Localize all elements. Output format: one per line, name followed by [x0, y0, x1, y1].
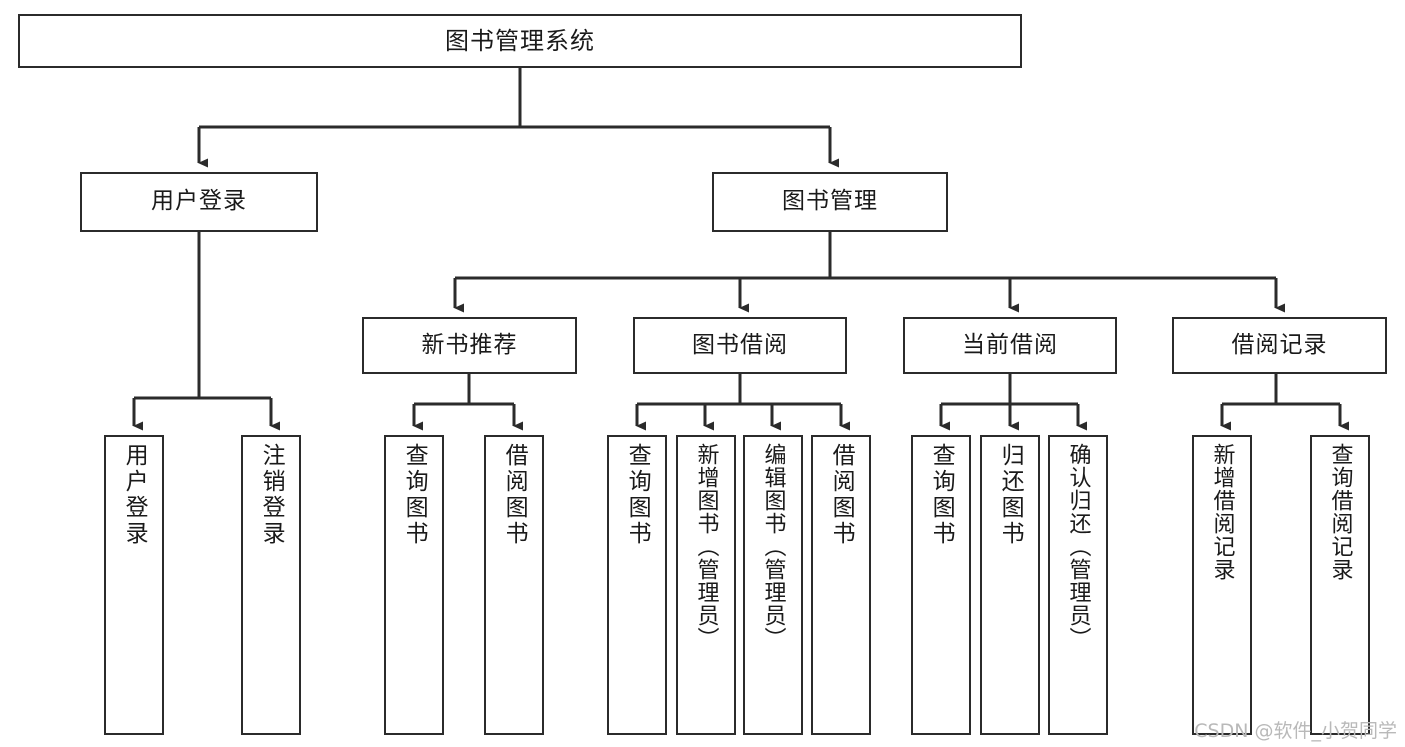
node-label: 编辑图书（管理员） [760, 443, 786, 650]
node-root-book-management-system[interactable]: 图书管理系统 [18, 14, 1022, 68]
leaf-add-borrow-record[interactable]: 新增借阅记录 [1192, 435, 1252, 735]
leaf-add-book-admin[interactable]: 新增图书（管理员） [676, 435, 736, 735]
node-label: 图书管理 [782, 188, 878, 215]
node-label: 确认归还（管理员） [1065, 443, 1091, 650]
leaf-query-book-new[interactable]: 查询图书 [384, 435, 444, 735]
leaf-edit-book-admin[interactable]: 编辑图书（管理员） [743, 435, 803, 735]
node-new-book-recommend[interactable]: 新书推荐 [362, 317, 577, 374]
leaf-query-book-current[interactable]: 查询图书 [911, 435, 971, 735]
node-label: 查询图书 [624, 443, 651, 547]
node-current-borrow[interactable]: 当前借阅 [903, 317, 1117, 374]
node-label: 用户登录 [121, 443, 148, 547]
node-book-management[interactable]: 图书管理 [712, 172, 948, 232]
node-label: 查询借阅记录 [1327, 443, 1353, 581]
node-label: 图书借阅 [692, 331, 788, 358]
leaf-return-book[interactable]: 归还图书 [980, 435, 1040, 735]
leaf-borrow-book-new[interactable]: 借阅图书 [484, 435, 544, 735]
leaf-query-borrow-record[interactable]: 查询借阅记录 [1310, 435, 1370, 735]
node-label: 查询图书 [928, 443, 955, 547]
node-label: 借阅图书 [828, 443, 855, 547]
node-user-login[interactable]: 用户登录 [80, 172, 318, 232]
leaf-user-login[interactable]: 用户登录 [104, 435, 164, 735]
node-label: 新增借阅记录 [1209, 443, 1235, 581]
node-label: 借阅记录 [1231, 331, 1328, 358]
node-label: 借阅图书 [501, 443, 528, 547]
node-label: 归还图书 [997, 443, 1024, 547]
node-label: 当前借阅 [962, 331, 1058, 358]
leaf-query-book-borrow[interactable]: 查询图书 [607, 435, 667, 735]
node-label: 注销登录 [258, 443, 285, 547]
leaf-confirm-return-admin[interactable]: 确认归还（管理员） [1048, 435, 1108, 735]
node-label: 新书推荐 [421, 331, 518, 358]
leaf-logout-login[interactable]: 注销登录 [241, 435, 301, 735]
leaf-borrow-book[interactable]: 借阅图书 [811, 435, 871, 735]
node-book-borrow[interactable]: 图书借阅 [633, 317, 847, 374]
node-label: 新增图书（管理员） [693, 443, 719, 650]
node-label: 查询图书 [401, 443, 428, 547]
node-borrow-record[interactable]: 借阅记录 [1172, 317, 1387, 374]
node-label: 用户登录 [151, 188, 247, 215]
node-label: 图书管理系统 [445, 26, 595, 55]
watermark-text: CSDN @软件_小贺同学 [1194, 720, 1397, 742]
